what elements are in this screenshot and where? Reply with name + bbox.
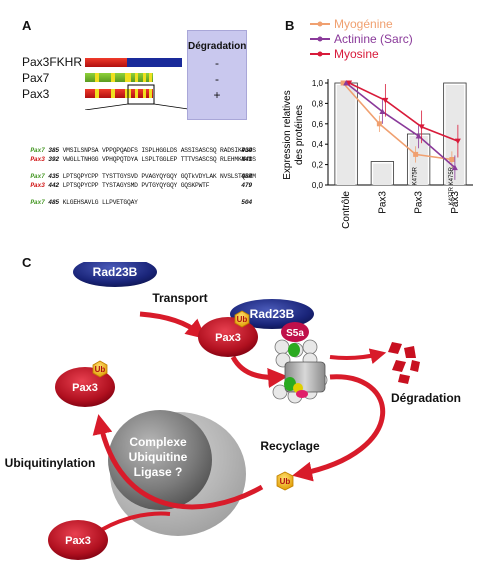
ubiquitinylation-label: Ubiquitinylation (5, 456, 96, 470)
legend-label-0: Myogénine (334, 17, 393, 31)
ub-label-recycle: Ub (280, 477, 291, 486)
legend-label-2: Myosine (334, 47, 379, 61)
legend-marker-1 (317, 36, 323, 42)
recyclage-label: Recyclage (260, 439, 320, 453)
ligase-label-line1: Complexe (129, 435, 187, 449)
y-axis-label-line2: des protéines (294, 105, 305, 165)
pax3-ub-label: Pax3 (72, 382, 98, 394)
pax7-bar (85, 73, 153, 82)
rad23b-complex-ellipse (230, 299, 314, 329)
seq-row-3: Pax7 435 LPTSQPYCPP TYSTTGYSVD PVAGYQYGQ… (30, 173, 256, 180)
panel-c-letter: C (22, 255, 32, 270)
bar-shade-0 (336, 85, 356, 185)
legend-marker-2 (317, 51, 323, 57)
bar-shade-1 (373, 163, 392, 185)
ligase-label-line2: Ubiquitine (129, 450, 188, 464)
degradation-fragments (388, 342, 420, 384)
ub-label-proteasome: Ub (237, 315, 248, 324)
seq-row-4: Pax3 442 LPTSQPYCPP TYSTAGYSMD PVTGYQYGQ… (30, 182, 252, 189)
rad23b-complex-label: Rad23B (250, 307, 295, 321)
series-line-1 (345, 82, 456, 169)
sequence-alignment: Pax7 385 VMSILSNPSA VPPQPQADFS ISPLHGGLD… (16, 140, 256, 206)
degradation-value-pax7: - (215, 72, 219, 86)
degradation-value-pax3fkhr: - (215, 56, 219, 70)
degradation-title: Dégradation (188, 41, 247, 52)
bar-shade-2 (409, 136, 428, 185)
seq-row-2: Pax3 392 VWGLLTNHGG VPHQPQTDYA LSPLTGGLE… (30, 156, 256, 163)
category-label-1: Pax3 (377, 191, 388, 214)
pax3-proteasome-ellipse (198, 317, 258, 357)
s5a-label: S5a (286, 328, 304, 339)
ub-hex-proteasome (234, 310, 250, 328)
y-tick-label-0: 0,0 (312, 181, 324, 190)
pax3fkhr-bar (85, 58, 182, 67)
ligase-label-line3: Ligase ? (134, 465, 183, 479)
ub-hex-recycle (276, 471, 294, 491)
series-line-2 (348, 82, 459, 142)
pax3-bottom-ellipse (48, 520, 108, 560)
series-0-point-0 (340, 80, 346, 86)
y-axis-label-line1: Expression relatives (282, 90, 293, 179)
y-tick-label-2: 0,4 (312, 140, 324, 149)
highlight-box (127, 84, 155, 105)
gene-label-pax3: Pax3 (22, 87, 50, 101)
pax3-bottom-label: Pax3 (65, 535, 91, 547)
s5a-ellipse (281, 322, 309, 342)
ubiquitinylation-arrow (92, 414, 264, 510)
series-line-0 (342, 82, 452, 161)
series-1-point-0 (343, 80, 350, 86)
y-tick-label-3: 0,6 (312, 120, 324, 129)
gene-label-pax3fkhr: Pax3FKHR (22, 55, 83, 69)
seq-row-1: Pax7 385 VMSILSNPSA VPPQPQADFS ISPLHGGLD… (30, 147, 256, 154)
protein-domain-bars (85, 58, 195, 110)
ub-hex-left (92, 360, 108, 378)
panel-a-letter: A (22, 18, 32, 33)
gene-label-pax7: Pax7 (22, 71, 50, 85)
category-label-3: Pax3 (450, 191, 461, 214)
category-sup-3: K437R K475R (449, 166, 455, 205)
y-tick-label-5: 1,0 (312, 79, 324, 88)
panel-c-diagram: Complexe Ubiquitine Ligase ? Rad23B Tran… (5, 262, 461, 560)
category-label-2: Pax3 (414, 191, 425, 214)
transport-arrow (139, 311, 207, 340)
rad23b-top-label: Rad23B (93, 265, 138, 279)
degradation-value-pax3: + (213, 88, 221, 102)
panel-b-letter: B (285, 18, 295, 33)
category-label-0: Contrôle (341, 191, 352, 229)
to-proteasome-arrow (230, 355, 288, 388)
proteasome (272, 339, 328, 404)
degradation-box: Dégradation - - + (187, 30, 247, 120)
ub-label-left: Ub (95, 365, 106, 374)
to-degradation-arrow (329, 348, 387, 365)
y-tick-label-1: 0,2 (312, 161, 324, 170)
transport-label: Transport (152, 291, 207, 305)
series-2-point-0 (346, 80, 353, 86)
degradation-label: Dégradation (391, 391, 461, 405)
pax3-bar (85, 89, 153, 98)
legend-marker-0 (317, 21, 323, 27)
category-sup-2: K475R (413, 166, 419, 185)
legend-label-1: Actinine (Sarc) (334, 32, 413, 46)
rad23b-top-ellipse (73, 262, 157, 287)
y-tick-label-4: 0,8 (312, 99, 324, 108)
pax3-proteasome-label: Pax3 (215, 332, 241, 344)
recycle-arrow-upper (292, 374, 386, 482)
